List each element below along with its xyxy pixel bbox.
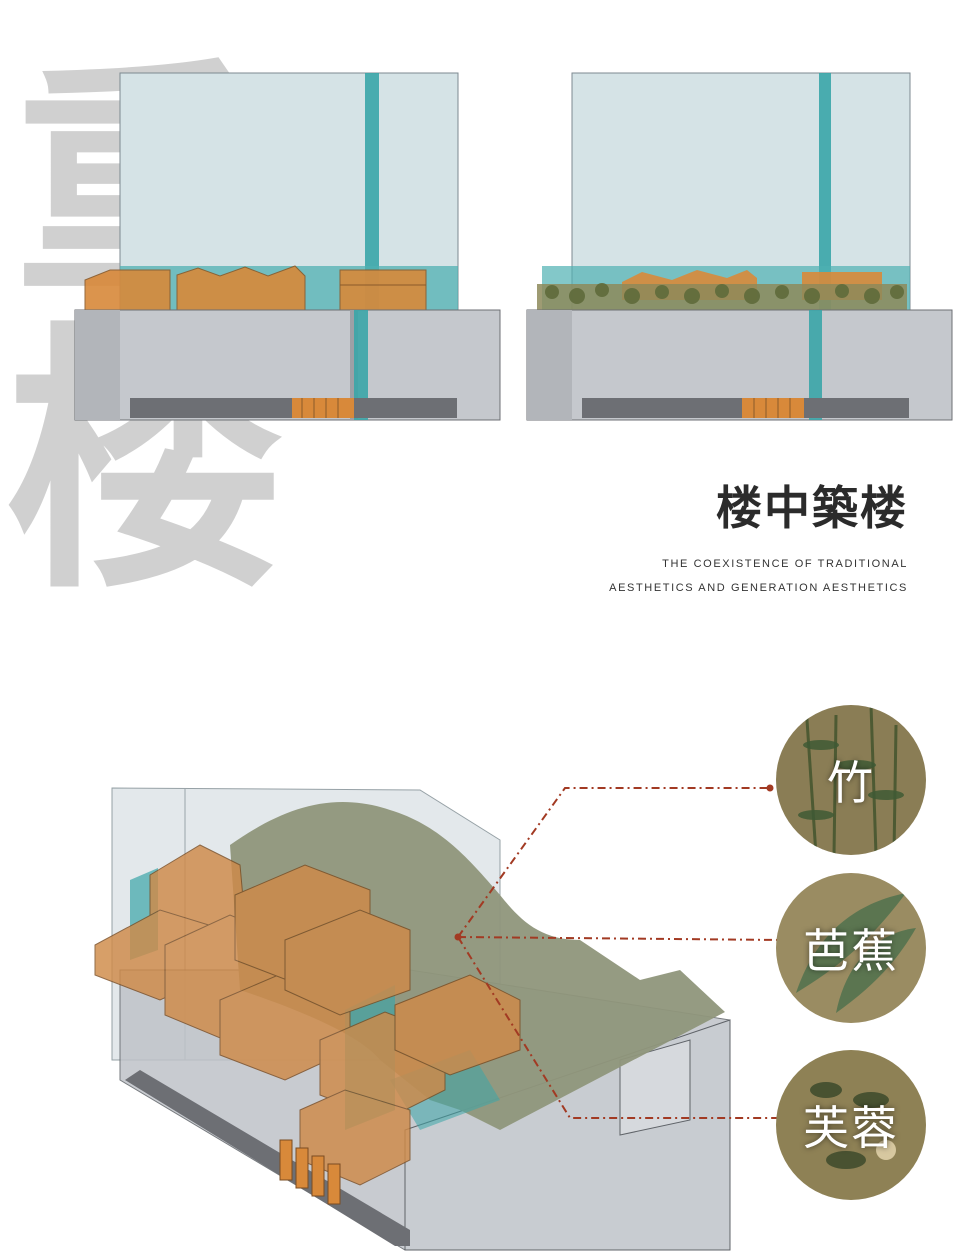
plant-circle-hibiscus: 芙蓉 (776, 1050, 926, 1200)
plant-label-bamboo: 竹 (827, 756, 875, 810)
subtitle-line-1: THE COEXISTENCE OF TRADITIONAL (662, 558, 908, 570)
plant-circle-bamboo: 竹 (776, 705, 926, 855)
bamboo-painting-icon (776, 705, 926, 855)
subtitle-line-2: AESTHETICS AND GENERATION AESTHETICS (609, 582, 908, 594)
elevation-left (74, 72, 501, 421)
axonometric-diagram (94, 784, 786, 1251)
elevation-right (526, 72, 953, 421)
title-block: 楼中築楼 THE COEXISTENCE OF TRADITIONAL AEST… (609, 478, 908, 600)
hibiscus-painting-icon (776, 1050, 926, 1200)
plant-circle-banana: 芭蕉 (776, 873, 926, 1023)
plant-label-hibiscus: 芙蓉 (803, 1101, 899, 1155)
banana-leaf-painting-icon (776, 873, 926, 1023)
page-title: 楼中築楼 (716, 481, 908, 535)
plant-label-banana: 芭蕉 (803, 924, 899, 978)
